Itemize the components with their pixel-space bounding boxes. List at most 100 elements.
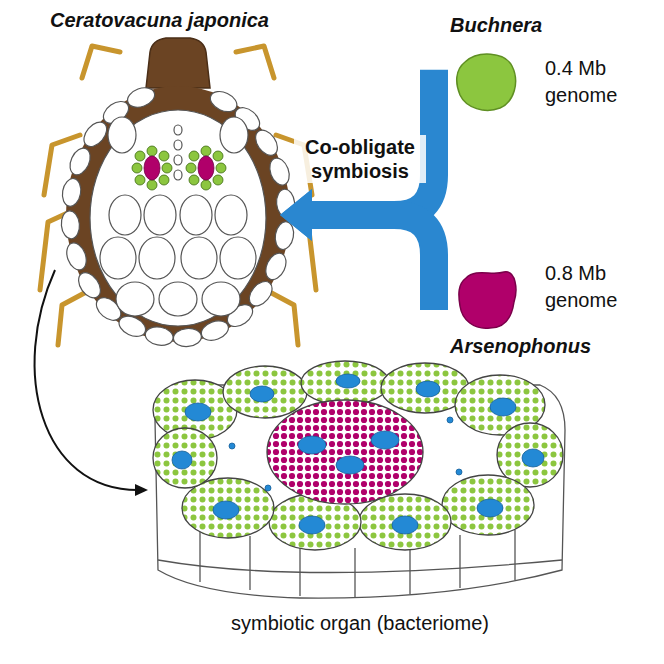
aphid-margin-plates <box>60 210 80 239</box>
aphid-abdomen <box>100 237 136 279</box>
bacteriome-base <box>249 536 250 590</box>
bacteriocyte-buchnera <box>153 428 217 488</box>
aphid-margin-plates <box>144 325 175 348</box>
cell-nucleus <box>185 403 211 421</box>
aphid-abdomen <box>174 170 182 180</box>
cell-nucleus <box>250 386 274 402</box>
aphid-bacteriome <box>189 151 199 161</box>
bacteriome: symbiotic organ (bacteriome) <box>150 365 570 640</box>
cell-nucleus <box>229 443 235 449</box>
aphid-margin-plates <box>251 126 282 159</box>
symbiont-arsenophonus: 0.8 Mb genomeArsenophonus <box>450 255 650 365</box>
aphid-margin-plates <box>60 177 83 208</box>
cell-nucleus <box>299 516 325 534</box>
aphid-body <box>66 86 290 342</box>
arrow-head <box>280 189 312 241</box>
bacteriocyte-arsenophonus <box>267 400 423 504</box>
aphid-abdomen <box>174 140 182 150</box>
aphid-margin-plates <box>63 240 89 272</box>
aphid-abdomen <box>181 237 217 279</box>
arrow-head <box>280 189 312 241</box>
aphid-abdomen <box>90 110 266 326</box>
aphid-abdomen <box>220 117 248 153</box>
organ-caption: symbiotic organ (bacteriome) <box>150 610 570 637</box>
aphid-abdomen <box>139 237 175 279</box>
bacteriocyte-buchnera <box>153 361 563 550</box>
aphid-abdomen <box>174 125 182 135</box>
edge-label: Co-obligate symbiosis <box>294 135 426 183</box>
cell-nucleus <box>490 398 516 416</box>
aphid-abdomen <box>180 195 212 235</box>
aphid-bacteriome <box>132 146 226 190</box>
aphid-bacteriome <box>132 146 226 190</box>
aphid-bacteriome <box>132 163 142 173</box>
symbiont-name: Buchnera <box>450 12 542 39</box>
aphid-margin-plates <box>125 84 157 110</box>
aphid-bacteriome <box>189 175 199 185</box>
aphid-abdomen <box>109 195 141 235</box>
aphid-abdomen <box>220 237 256 279</box>
bacteriome-base <box>514 530 515 580</box>
aphid-abdomen <box>174 155 182 165</box>
aphid-abdomen <box>202 282 240 316</box>
aphid-margin-plates <box>74 269 105 302</box>
symbiont-buchnera: Buchnera0.4 Mb genome <box>450 10 650 125</box>
aphid-margin-plates <box>60 84 296 347</box>
symbiosis-arrow <box>280 189 434 310</box>
cell-nucleus <box>447 417 453 423</box>
bacteriocyte-buchnera <box>301 361 389 405</box>
aphid-legs <box>40 46 316 345</box>
symbiont-name: Arsenophonus <box>450 333 591 360</box>
aphid-bacteriome <box>147 180 157 190</box>
aphid-bacteriome <box>144 156 160 180</box>
aphid-bacteriome <box>213 175 223 185</box>
cell-nucleus <box>213 501 239 519</box>
aphid-bacteriome <box>135 175 145 185</box>
aphid-bacteriome <box>198 156 214 180</box>
aphid-bacteriome <box>216 163 226 173</box>
aphid-legs <box>58 290 90 345</box>
bacteriome-base <box>199 530 200 582</box>
cell-nucleus <box>265 485 271 491</box>
aphid-abdomen <box>116 282 154 316</box>
aphid-bacteriome <box>162 163 172 173</box>
aphid-body <box>66 86 290 342</box>
cell-nucleus <box>371 431 399 449</box>
aphid-bacteriome <box>201 146 211 156</box>
aphid-head <box>146 38 210 88</box>
arrow-line <box>35 270 138 490</box>
cell-nucleus <box>172 374 544 534</box>
aphid-legs <box>236 46 274 78</box>
aphid-margin-plates <box>173 327 202 347</box>
bacteriome-base <box>409 548 410 594</box>
aphid-bacteriome <box>159 175 169 185</box>
buchnera-cell <box>457 54 516 110</box>
cell-nucleus <box>456 469 462 475</box>
aphid-bacteriome <box>147 146 157 156</box>
aphid-bacteriome <box>159 151 169 161</box>
cell-nucleus <box>298 436 326 454</box>
aphid-legs <box>266 290 298 345</box>
bacteriocyte-buchnera <box>223 366 307 418</box>
aphid-legs <box>82 46 120 78</box>
bacteriocyte-buchnera <box>359 494 451 550</box>
bacteriome-base <box>299 545 300 596</box>
aphid-abdomen <box>159 282 197 316</box>
aphid-abdomen <box>90 110 266 326</box>
bacteriome-base <box>354 548 355 597</box>
aphid-bacteriome <box>213 151 223 161</box>
cell-nucleus <box>522 449 544 467</box>
aphid-bacteriome <box>201 180 211 190</box>
host-aphid: Ceratovacuna japonica <box>55 45 280 345</box>
cell-nucleus <box>477 499 503 517</box>
arsenophonus-cell <box>459 272 516 328</box>
genome-size: 0.4 Mb genome <box>545 55 627 109</box>
aphid-head <box>146 38 210 88</box>
aphid-bacteriome <box>186 163 196 173</box>
buchnera-cell <box>457 54 516 110</box>
aphid-bacteriome <box>135 151 145 161</box>
cell-nucleus <box>336 374 360 388</box>
aphid-margin-plates <box>66 145 94 178</box>
bacteriome-base <box>158 560 562 573</box>
